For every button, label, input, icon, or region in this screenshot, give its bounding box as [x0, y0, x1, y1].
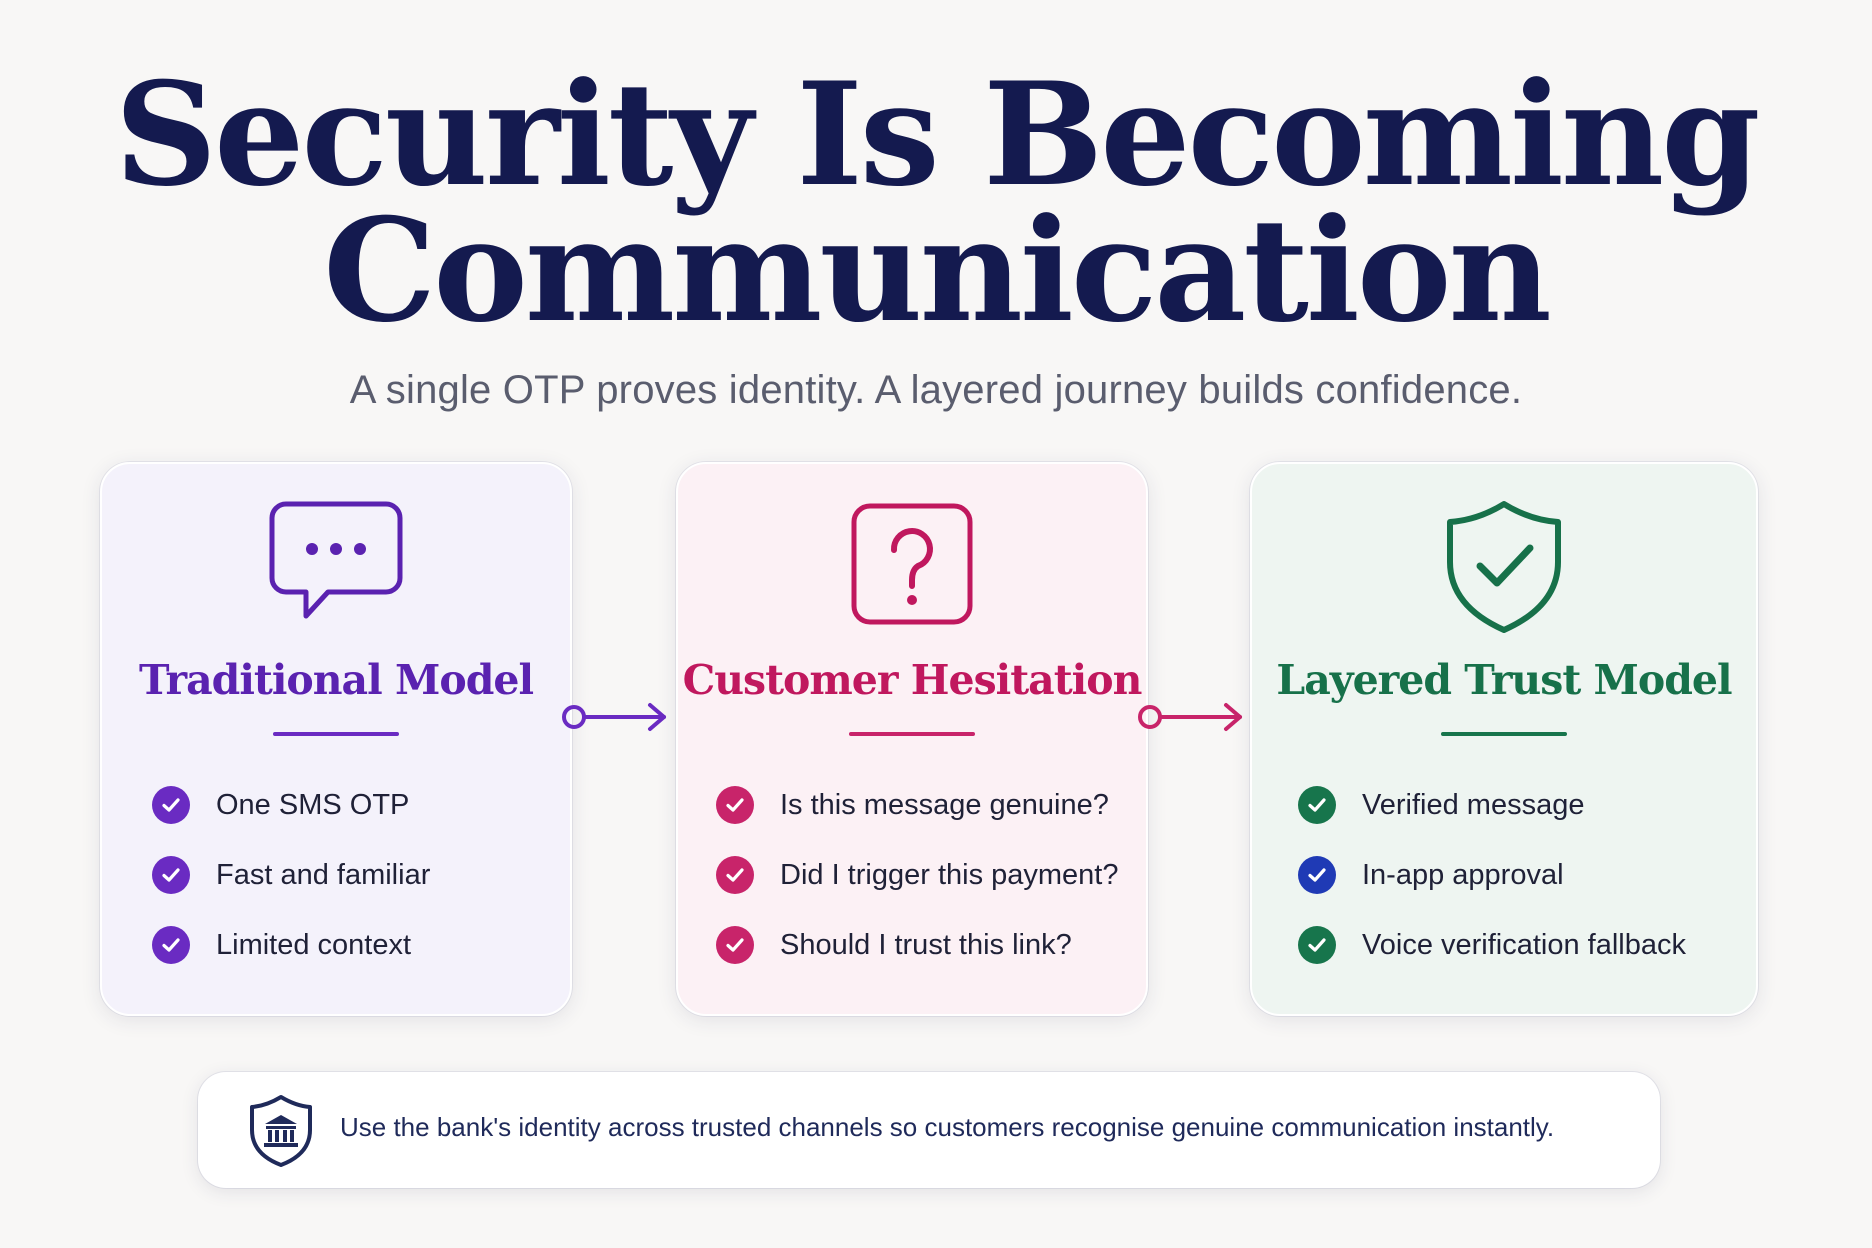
- question-mark-icon: [846, 498, 978, 635]
- card-layered-trust-model: Layered Trust Model Verified message In-…: [1250, 462, 1758, 1016]
- list-item-label: Limited context: [216, 928, 412, 961]
- shield-check-icon: [1442, 498, 1566, 641]
- card-customer-hesitation: Customer Hesitation Is this message genu…: [676, 462, 1148, 1016]
- list-item-label: One SMS OTP: [216, 788, 410, 821]
- check-icon: [152, 856, 190, 894]
- list-item-label: Should I trust this link?: [780, 928, 1072, 961]
- card-traditional-model: Traditional Model One SMS OTP Fast and f…: [100, 462, 572, 1016]
- card-list: One SMS OTP Fast and familiar Limited co…: [152, 770, 430, 980]
- page-subtitle: A single OTP proves identity. A layered …: [349, 368, 1523, 412]
- list-item: Is this message genuine?: [716, 770, 1118, 840]
- page-title-line-1: Security Is Becoming: [114, 52, 1761, 218]
- list-item: Fast and familiar: [152, 840, 430, 910]
- bank-shield-icon: [248, 1094, 314, 1173]
- title-underline: [273, 732, 399, 736]
- check-icon: [716, 786, 754, 824]
- card-list: Is this message genuine? Did I trigger t…: [716, 770, 1118, 980]
- check-icon: [152, 926, 190, 964]
- chat-bubble-icon: [264, 498, 408, 635]
- card-title: Customer Hesitation: [682, 656, 1143, 704]
- list-item: Voice verification fallback: [1298, 910, 1686, 980]
- check-icon: [1298, 926, 1336, 964]
- card-list: Verified message In-app approval Voice v…: [1298, 770, 1686, 980]
- list-item-label: In-app approval: [1362, 858, 1564, 891]
- list-item: Verified message: [1298, 770, 1686, 840]
- list-item: One SMS OTP: [152, 770, 430, 840]
- check-icon: [716, 926, 754, 964]
- list-item-label: Verified message: [1362, 788, 1585, 821]
- check-icon: [152, 786, 190, 824]
- list-item-label: Did I trigger this payment?: [780, 858, 1119, 891]
- list-item: Should I trust this link?: [716, 910, 1118, 980]
- info-banner: Use the bank's identity across trusted c…: [198, 1072, 1660, 1188]
- list-item-label: Fast and familiar: [216, 858, 431, 891]
- list-item: In-app approval: [1298, 840, 1686, 910]
- page-title-line-2: Communication: [323, 188, 1552, 354]
- list-item-label: Is this message genuine?: [780, 788, 1109, 821]
- check-icon: [1298, 856, 1336, 894]
- card-title: Layered Trust Model: [1276, 656, 1732, 704]
- list-item: Limited context: [152, 910, 430, 980]
- list-item: Did I trigger this payment?: [716, 840, 1118, 910]
- flow-arrow-icon: [1136, 700, 1248, 739]
- check-icon: [716, 856, 754, 894]
- title-underline: [1441, 732, 1567, 736]
- banner-text: Use the bank's identity across trusted c…: [340, 1112, 1555, 1142]
- title-underline: [849, 732, 975, 736]
- list-item-label: Voice verification fallback: [1362, 928, 1686, 961]
- check-icon: [1298, 786, 1336, 824]
- flow-arrow-icon: [560, 700, 672, 739]
- card-title: Traditional Model: [138, 656, 534, 704]
